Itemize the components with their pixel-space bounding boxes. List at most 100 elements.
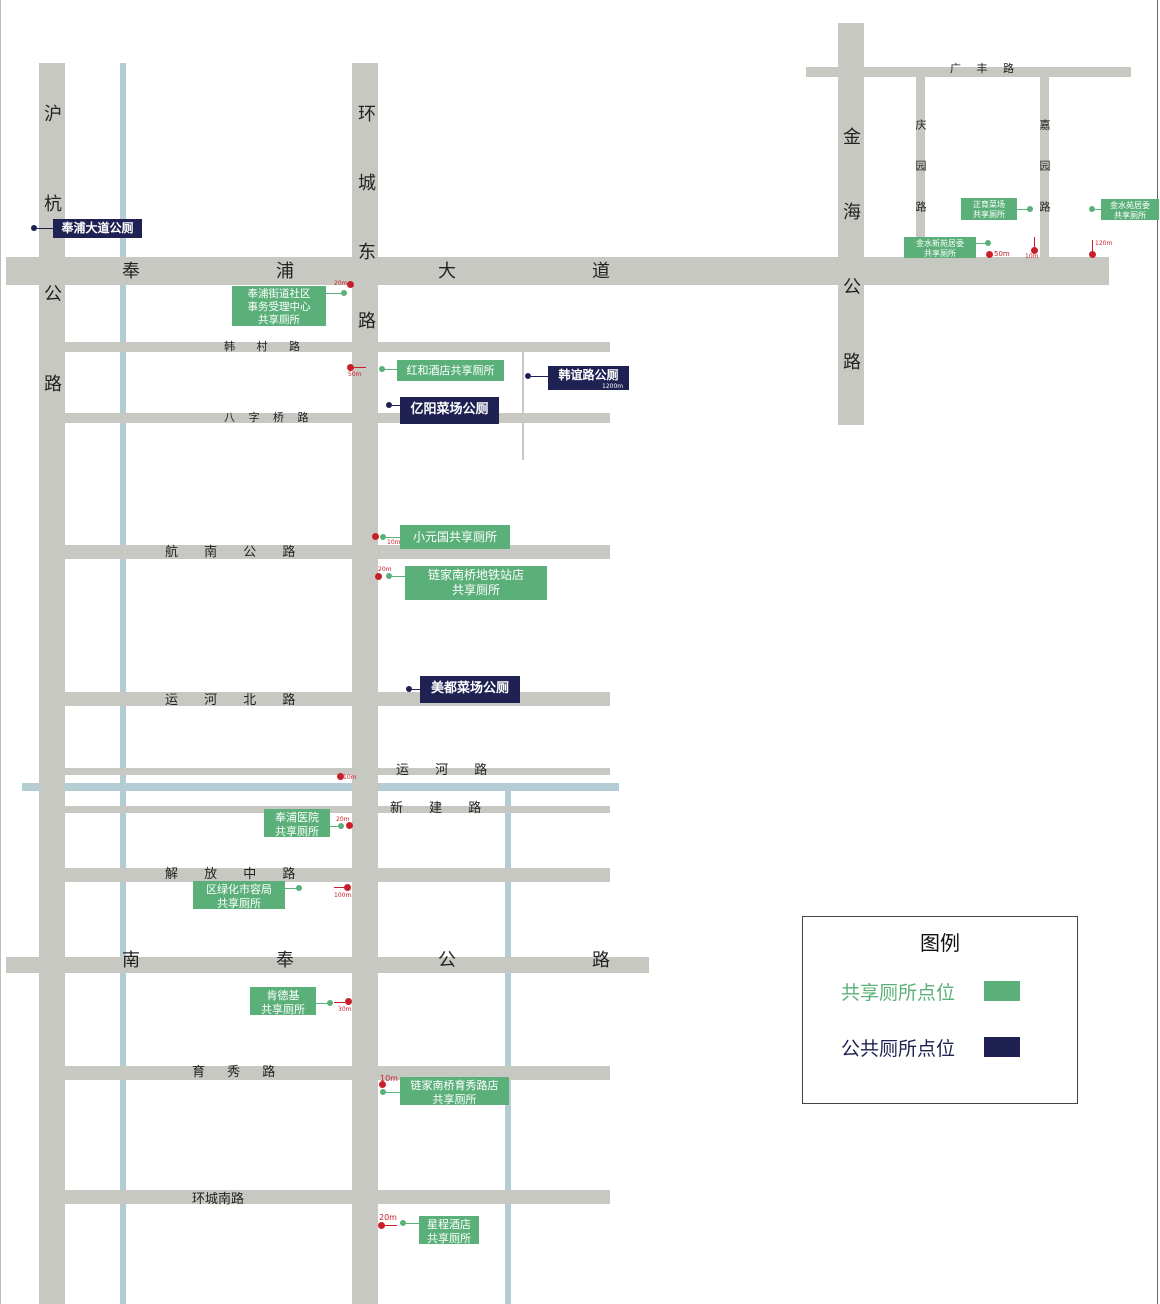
poi-xingcheng[interactable]: 星程酒店 共享厕所 xyxy=(419,1216,479,1245)
entry-kfc xyxy=(345,998,352,1005)
entry-xiaoyuan xyxy=(372,533,379,540)
poi-yiyang[interactable]: 亿阳菜场公厕 xyxy=(400,397,499,424)
poi-meidu[interactable]: 美都菜场公厕 xyxy=(420,676,520,703)
label-xinjian: 新 建 路 xyxy=(390,801,482,816)
leader-fengpu-street xyxy=(326,293,342,294)
distance-honghe: 50m xyxy=(348,371,362,378)
poi-jinshui-xinyuan[interactable]: 金水新苑居委 共享厕所 xyxy=(904,237,976,258)
road-huhang xyxy=(39,63,65,1304)
label-fengpu-2: 浦 xyxy=(276,261,294,282)
road-huancheng-east xyxy=(352,63,378,1304)
river-south xyxy=(505,791,511,1304)
distance-lianjia-yuxiu: 10m xyxy=(380,1074,398,1083)
road-nanfeng xyxy=(6,957,649,973)
route-jinshui-yuan xyxy=(1092,240,1093,252)
legend: 图例 共享厕所点位 公共厕所点位 xyxy=(802,916,1078,1104)
road-hanyi xyxy=(522,352,524,460)
river-east-west xyxy=(22,783,619,791)
road-xinjian xyxy=(65,806,610,813)
road-jinhai xyxy=(838,23,864,425)
poi-jinshui-yuan[interactable]: 金水苑居委 共享厕所 xyxy=(1101,199,1159,220)
leader-xingcheng xyxy=(406,1223,419,1224)
road-yunhe xyxy=(65,768,610,775)
entry-honghe xyxy=(347,364,354,371)
road-jiefang xyxy=(65,868,610,882)
poi-fengpu-avenue[interactable]: 奉浦大道公厕 xyxy=(53,219,142,238)
label-jinhai: 金海公路 xyxy=(840,127,861,427)
label-yunhe-north: 运 河 北 路 xyxy=(165,693,296,708)
leader-kfc xyxy=(316,1003,328,1004)
leader-greening xyxy=(285,888,297,889)
distance-fengpu-hospital: 20m xyxy=(336,816,350,823)
marker-jinshui-xinyuan xyxy=(985,240,991,246)
marker-honghe xyxy=(379,366,385,372)
leader-jinshui-xinyuan xyxy=(976,243,986,244)
road-bazi xyxy=(65,413,610,423)
legend-public-label: 公共厕所点位 xyxy=(841,1038,956,1060)
distance-yunhe: 10m xyxy=(343,774,357,781)
label-huancheng-east: 环城东路 xyxy=(355,104,376,380)
entry-lianjia-yuxiu xyxy=(379,1081,386,1088)
distance-xiaoyuan: 10m xyxy=(387,539,401,546)
label-huancheng-south: 环城南路 xyxy=(192,1192,245,1207)
label-fengpu-4: 道 xyxy=(592,261,610,282)
poi-hanyi[interactable]: 韩谊路公厕 xyxy=(548,366,629,390)
road-yuxiu xyxy=(65,1066,610,1080)
poi-xiaoyuan[interactable]: 小元国共享厕所 xyxy=(400,525,510,549)
leader-lianjia-yuxiu xyxy=(386,1092,400,1093)
label-fengpu-1: 奉 xyxy=(122,261,140,282)
label-jiefang: 解 放 中 路 xyxy=(165,867,296,882)
leader-yiyang xyxy=(392,405,400,406)
poi-fengpu-street[interactable]: 奉浦街道社区 事务受理中心 共享厕所 xyxy=(232,286,326,326)
entry-jinshui-xinyuan xyxy=(986,251,993,258)
label-hancun: 韩 村 路 xyxy=(224,340,300,353)
label-hangnan: 航 南 公 路 xyxy=(165,545,296,560)
distance-jinshui-xinyuan: 50m xyxy=(994,250,1010,258)
poi-honghe[interactable]: 红和酒店共享厕所 xyxy=(397,360,504,381)
poi-lianjia-yuxiu[interactable]: 链家南桥育秀路店 共享厕所 xyxy=(400,1077,509,1106)
marker-zhengyu xyxy=(1027,206,1033,212)
label-nanfeng-4: 路 xyxy=(592,950,610,971)
label-nanfeng-3: 公 xyxy=(438,950,456,971)
marker-kfc xyxy=(327,1000,333,1006)
legend-shared-label: 共享厕所点位 xyxy=(841,982,956,1004)
distance-lianjia-nanqiao: 20m xyxy=(378,566,392,573)
leader-meidu xyxy=(412,689,420,690)
leader-xiaoyuan xyxy=(386,537,400,538)
distance-hanyi: 1200m xyxy=(602,383,624,390)
marker-hanyi xyxy=(525,373,531,379)
entry-greening xyxy=(344,884,351,891)
poi-fengpu-hospital[interactable]: 奉浦医院 共享厕所 xyxy=(264,809,330,838)
label-guangfeng: 广 丰 路 xyxy=(950,62,1014,75)
route-zhengyu xyxy=(1034,237,1035,249)
poi-greening[interactable]: 区绿化市容局 共享厕所 xyxy=(193,881,285,910)
entry-fengpu-street xyxy=(347,281,354,288)
distance-fengpu-street: 20m xyxy=(334,280,348,287)
road-guangfeng xyxy=(806,67,1131,77)
label-fengpu-3: 大 xyxy=(438,261,456,282)
leader-honghe xyxy=(385,369,397,370)
leader-lianjia-nanqiao xyxy=(392,576,405,577)
road-hancun xyxy=(65,342,610,352)
poi-kfc[interactable]: 肯德基 共享厕所 xyxy=(250,987,316,1016)
entry-jinshui-yuan xyxy=(1089,251,1096,258)
entry-fengpu-hospital xyxy=(346,822,353,829)
route-xingcheng xyxy=(385,1225,397,1226)
distance-zhengyu: 10m xyxy=(1025,253,1039,260)
legend-shared-swatch xyxy=(984,981,1020,1001)
marker-lianjia-nanqiao xyxy=(386,573,392,579)
entry-yunhe xyxy=(337,773,344,780)
route-greening xyxy=(334,887,346,888)
leader-fengpu-hospital xyxy=(330,826,338,827)
leader-hanyi xyxy=(531,376,548,377)
map-border-left xyxy=(0,0,1,1304)
label-yuxiu: 育 秀 路 xyxy=(192,1065,276,1080)
label-nanfeng-1: 南 xyxy=(122,950,140,971)
poi-zhengyu[interactable]: 正育菜场 共享厕所 xyxy=(961,198,1017,220)
distance-xingcheng: 20m xyxy=(379,1213,397,1222)
poi-lianjia-nanqiao[interactable]: 链家南桥地铁站店 共享厕所 xyxy=(405,566,547,600)
map-border-right xyxy=(1157,0,1158,1304)
road-qingyuan xyxy=(916,67,925,258)
legend-public-swatch xyxy=(984,1037,1020,1057)
